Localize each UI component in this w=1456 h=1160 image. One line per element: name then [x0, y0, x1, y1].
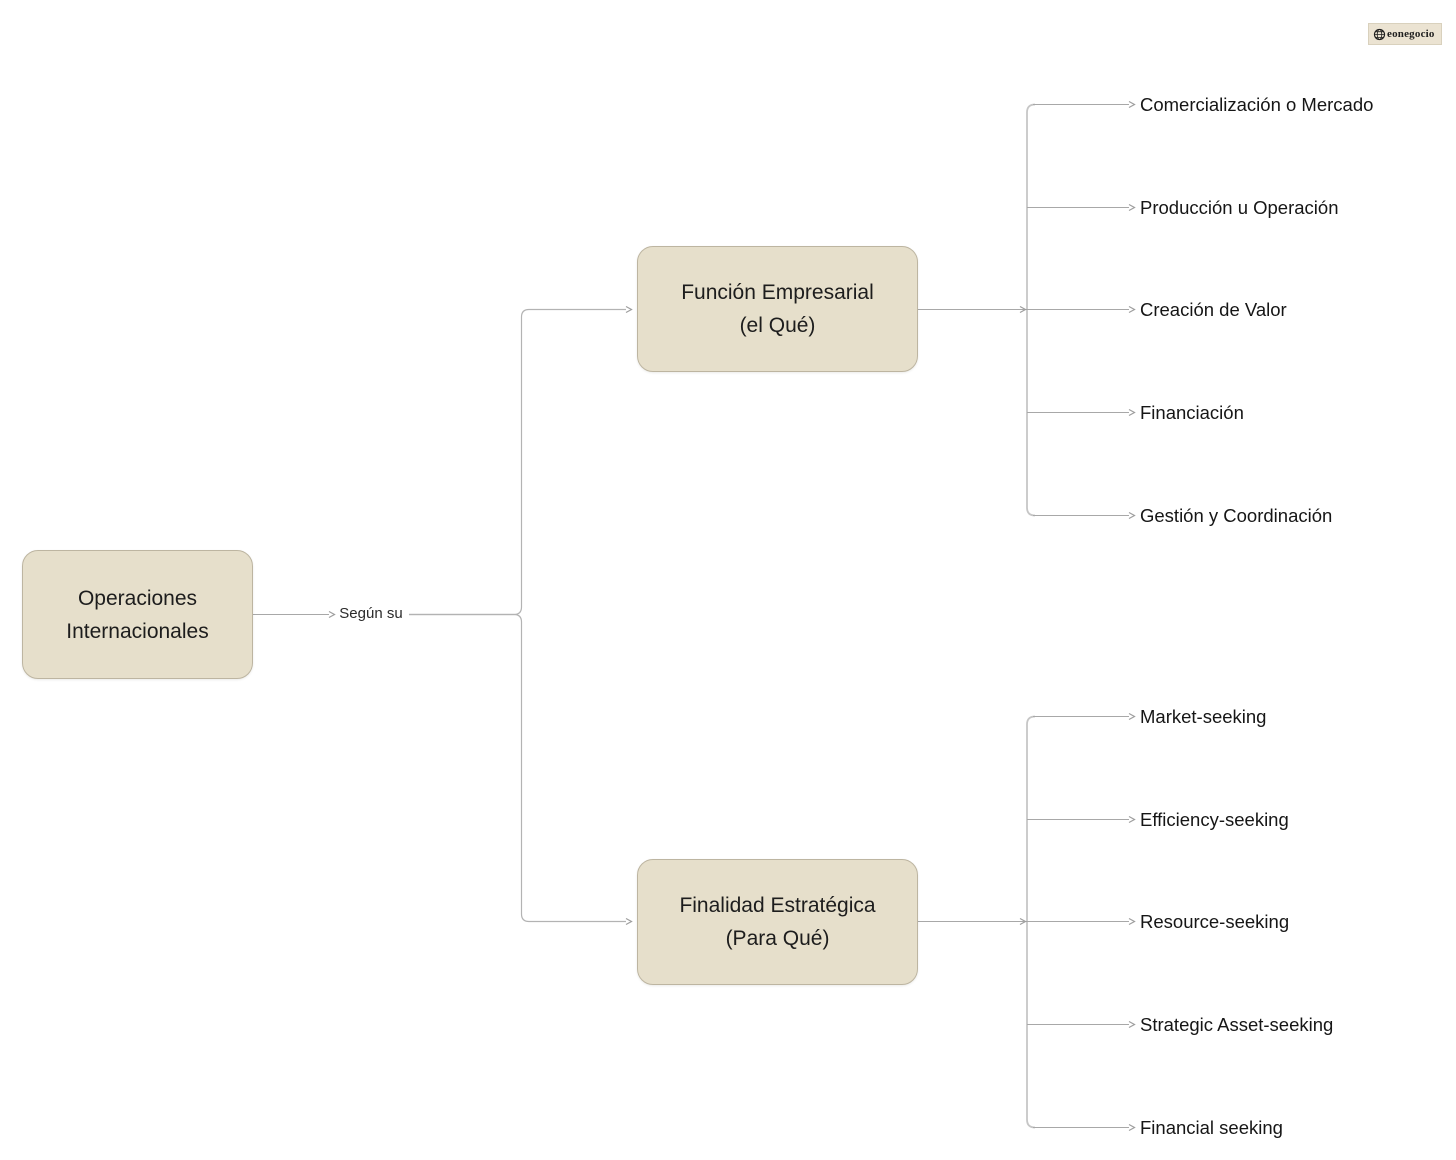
- branch1-trunk: [1026, 103, 1036, 517]
- node-finalidad-estrategica[interactable]: Finalidad Estratégica (Para Qué): [637, 859, 918, 985]
- leaf-creacion-de-valor[interactable]: Creación de Valor: [1140, 298, 1287, 320]
- leaf-market-seeking[interactable]: Market-seeking: [1140, 705, 1267, 727]
- node-label-line: Función Empresarial: [681, 281, 874, 304]
- globe-icon: [1373, 28, 1386, 41]
- leaf-produccion-u-operacion[interactable]: Producción u Operación: [1140, 196, 1339, 218]
- leaf-financial-seeking[interactable]: Financial seeking: [1140, 1116, 1283, 1138]
- node-label-line: Operaciones: [77, 586, 198, 610]
- leaf-comercializacion-o-mercado[interactable]: Comercialización o Mercado: [1140, 93, 1374, 115]
- leaf-gestion-y-coordinacion[interactable]: Gestión y Coordinación: [1140, 504, 1333, 526]
- leaf-financiacion[interactable]: Financiación: [1140, 401, 1244, 423]
- node-funcion-empresarial[interactable]: Función Empresarial (el Qué): [637, 246, 918, 372]
- node-label-line: (el Qué): [739, 314, 816, 337]
- node-label-line: Internacionales: [66, 619, 209, 643]
- edge-label-to-branch1: [409, 305, 633, 616]
- node-operaciones-internacionales[interactable]: Operaciones Internacionales: [22, 550, 253, 679]
- leaf-strategic-asset-seeking[interactable]: Strategic Asset-seeking: [1140, 1013, 1334, 1035]
- node-label-line: (Para Qué): [725, 927, 830, 950]
- edge-label-segun-su: Según su: [339, 605, 403, 622]
- edge-label-to-branch2: [409, 613, 633, 926]
- node-label-line: Finalidad Estratégica: [679, 894, 876, 917]
- brand-wordmark: eonegocio: [1387, 28, 1435, 40]
- brand-badge-geonegocio: eonegocio: [1368, 23, 1442, 45]
- leaf-resource-seeking[interactable]: Resource-seeking: [1140, 910, 1290, 932]
- branch2-trunk: [1026, 715, 1036, 1129]
- leaf-efficiency-seeking[interactable]: Efficiency-seeking: [1140, 808, 1289, 830]
